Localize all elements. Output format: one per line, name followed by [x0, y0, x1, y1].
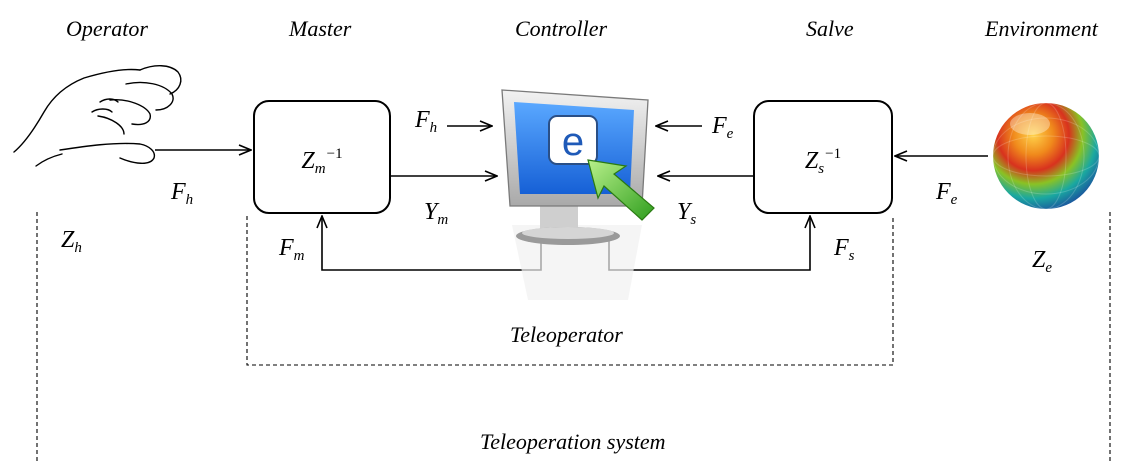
monitor-letter: e	[562, 120, 584, 164]
slave-block: Zs−1	[753, 100, 893, 214]
slave-header: Salve	[806, 16, 854, 41]
environment-header: Environment	[985, 16, 1098, 41]
teleoperator-label: Teleoperator	[510, 322, 623, 347]
environment-impedance-label: Ze	[1032, 247, 1053, 276]
operator-force-label: Fh	[171, 179, 194, 208]
slave-transfer-label: Zs−1	[804, 146, 842, 177]
controller-header: Controller	[515, 16, 608, 41]
master-header: Master	[289, 16, 352, 41]
controller-fh-label: Fh	[415, 107, 438, 136]
operator-header: Operator	[66, 16, 148, 41]
controller-fe-label: Fe	[712, 113, 734, 142]
teleoperation-system-label: Teleoperation system	[480, 429, 666, 454]
slave-force-label: Fs	[834, 235, 855, 264]
environment-force-label: Fe	[936, 179, 958, 208]
cursor-arrow-icon	[587, 159, 655, 221]
operator-hand-icon	[13, 65, 182, 167]
operator-impedance-label: Zh	[61, 227, 82, 256]
environment-globe-icon	[992, 102, 1100, 210]
slave-output-label: Ys	[677, 199, 697, 228]
master-force-label: Fm	[279, 235, 305, 264]
master-block: Zm−1	[253, 100, 391, 214]
master-output-label: Ym	[424, 199, 449, 228]
master-transfer-label: Zm−1	[301, 146, 343, 177]
